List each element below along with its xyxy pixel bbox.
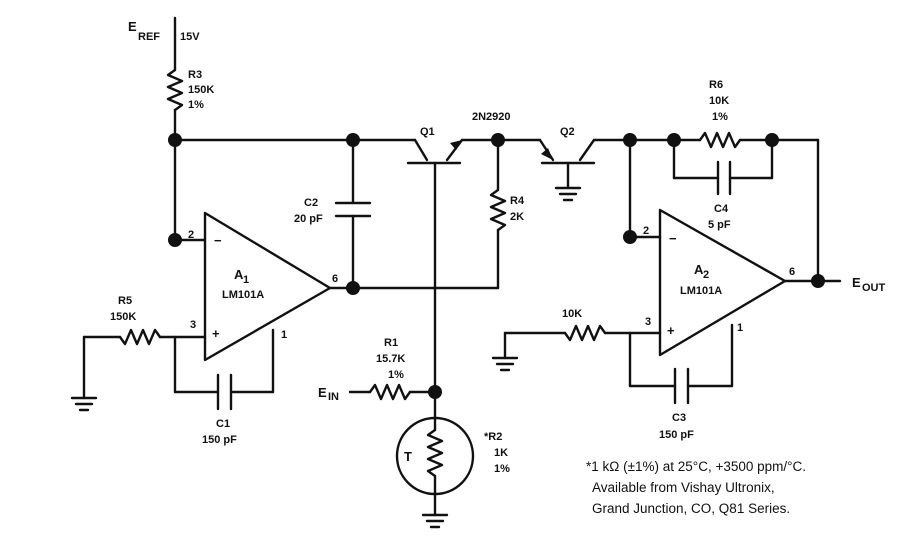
node-a2-pin2 xyxy=(623,230,637,244)
c1-name: C1 xyxy=(216,418,230,430)
thermistor-r2: T *R2 1K 1% xyxy=(395,390,510,517)
r4-name: R4 xyxy=(510,195,525,207)
r10k-value: 10K xyxy=(562,308,582,320)
c3-value: 150 pF xyxy=(659,429,694,441)
r6-value: 10K xyxy=(709,95,729,107)
a2-name: A xyxy=(694,262,704,277)
ground-q2 xyxy=(554,186,582,202)
node-a1-pin2 xyxy=(168,233,182,247)
a1-pin1: 1 xyxy=(281,329,287,341)
r2-name: *R2 xyxy=(484,431,502,443)
a2-sub: 2 xyxy=(703,269,709,281)
opamp-a2: − + A 2 LM101A 2 3 6 1 xyxy=(643,208,795,357)
r4-value: 2K xyxy=(510,211,524,223)
capacitor-c2: C2 20 pF xyxy=(294,138,372,290)
r2-value: 1K xyxy=(494,447,508,459)
r1-tol: 1% xyxy=(388,369,404,381)
r5-name: R5 xyxy=(118,295,132,307)
eref-supply: E REF 15V xyxy=(128,16,200,72)
capacitor-c1: C1 150 pF xyxy=(173,328,275,446)
a1-name: A xyxy=(234,267,244,282)
resistor-r3: R3 150K 1% xyxy=(166,68,214,142)
c1-value: 150 pF xyxy=(202,434,237,446)
eout-label: E xyxy=(852,275,861,290)
a2-plus: + xyxy=(667,323,675,338)
a1-part: LM101A xyxy=(222,289,264,301)
resistor-r5: R5 150K xyxy=(82,295,207,400)
transistor-part: 2N2920 xyxy=(472,111,511,123)
a1-sub: 1 xyxy=(243,274,249,286)
ground-right xyxy=(491,356,519,372)
note-line3: Grand Junction, CO, Q81 Series. xyxy=(592,501,790,516)
eref-label: E xyxy=(128,19,137,34)
ground-left xyxy=(70,396,98,412)
resistor-r6: R6 10K 1% xyxy=(672,79,820,149)
a2-pin6: 6 xyxy=(789,266,795,278)
a2-pin3: 3 xyxy=(645,316,651,328)
r1-value: 15.7K xyxy=(376,353,405,365)
transistor-q2: Q2 xyxy=(538,126,596,190)
a1-pin6: 6 xyxy=(332,273,338,285)
capacitor-c3: C3 150 pF xyxy=(628,323,734,441)
c3-name: C3 xyxy=(672,412,686,424)
ground-bottom xyxy=(421,513,449,529)
r2-thermistor-label: T xyxy=(404,449,412,464)
eout-terminal: E OUT xyxy=(852,275,886,294)
note-line1: *1 kΩ (±1%) at 25°C, +3500 ppm/°C. xyxy=(586,459,806,474)
c2-name: C2 xyxy=(304,197,318,209)
a1-pin3: 3 xyxy=(190,319,196,331)
r6-tol: 1% xyxy=(712,111,728,123)
capacitor-c4: C4 5 pF xyxy=(672,138,774,231)
ein-label: E xyxy=(318,385,327,400)
a2-part: LM101A xyxy=(680,285,722,297)
q1-label: Q1 xyxy=(420,126,435,138)
a1-minus: − xyxy=(214,233,222,248)
q2-label: Q2 xyxy=(560,126,575,138)
r3-value: 150K xyxy=(188,84,214,96)
a2-minus: − xyxy=(669,231,677,246)
eout-sub: OUT xyxy=(862,282,886,294)
resistor-r4: R4 2K xyxy=(489,138,525,290)
c2-value: 20 pF xyxy=(294,213,323,225)
node-a2-out xyxy=(811,274,825,288)
footnote: *1 kΩ (±1%) at 25°C, +3500 ppm/°C. Avail… xyxy=(586,459,806,516)
note-line2: Available from Vishay Ultronix, xyxy=(592,480,775,495)
r5-value: 150K xyxy=(110,311,136,323)
resistor-10k: 10K xyxy=(503,308,662,360)
r3-tol: 1% xyxy=(188,99,204,111)
ein-sub: IN xyxy=(328,391,339,403)
r1-name: R1 xyxy=(384,337,398,349)
c4-name: C4 xyxy=(714,203,729,215)
eref-sub: REF xyxy=(138,31,160,43)
a1-plus: + xyxy=(212,326,220,341)
r2-tol: 1% xyxy=(494,463,510,475)
r3-name: R3 xyxy=(188,69,202,81)
a2-pin2: 2 xyxy=(643,225,649,237)
ein-terminal: E IN xyxy=(318,385,339,403)
resistor-r1: R1 15.7K 1% xyxy=(348,337,437,401)
a2-pin1: 1 xyxy=(737,322,743,334)
a1-pin2: 2 xyxy=(188,229,194,241)
eref-voltage: 15V xyxy=(180,31,200,43)
r6-name: R6 xyxy=(709,79,723,91)
opamp-a1: − + A 1 LM101A 2 3 6 1 xyxy=(188,211,338,362)
c4-value: 5 pF xyxy=(708,219,731,231)
node-a1-out xyxy=(346,281,360,295)
transistor-q1: Q1 xyxy=(406,126,464,394)
